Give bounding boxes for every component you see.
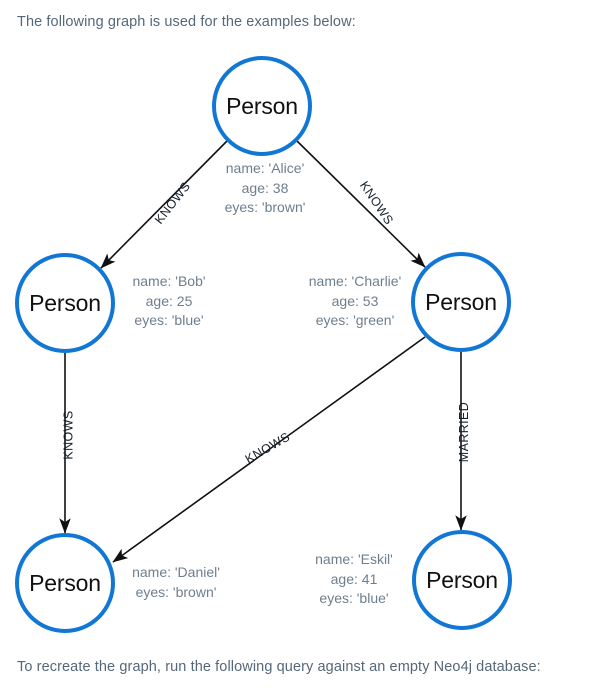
graph-edges-layer xyxy=(59,140,467,563)
property-line: eyes: 'blue' xyxy=(134,312,204,328)
property-line: name: 'Alice' xyxy=(225,160,305,176)
properties-daniel: name: 'Daniel' eyes: 'brown' xyxy=(120,563,232,602)
properties-eskil: name: 'Eskil' age: 41 eyes: 'blue' xyxy=(300,550,408,609)
properties-charlie: name: 'Charlie' age: 53 eyes: 'green' xyxy=(297,272,413,331)
node-label: Person xyxy=(426,566,498,593)
property-line: name: 'Charlie' xyxy=(308,273,402,289)
property-line: eyes: 'green' xyxy=(315,312,395,328)
node-label: Person xyxy=(29,289,101,316)
edge-label-bob-knows-daniel: KNOWS xyxy=(61,410,76,460)
properties-bob: name: 'Bob' age: 25 eyes: 'blue' xyxy=(118,272,220,331)
property-line: name: 'Eskil' xyxy=(315,551,393,567)
property-line: name: 'Bob' xyxy=(132,273,206,289)
node-eskil[interactable]: Person xyxy=(412,530,512,630)
node-bob[interactable]: Person xyxy=(15,253,115,353)
edge-alice-knows-charlie xyxy=(296,140,426,268)
node-label: Person xyxy=(425,288,497,315)
properties-alice: name: 'Alice' age: 38 eyes: 'brown' xyxy=(200,159,330,218)
node-label: Person xyxy=(226,92,298,119)
property-line: age: 25 xyxy=(145,292,193,309)
property-line: eyes: 'brown' xyxy=(135,583,217,600)
intro-caption: The following graph is used for the exam… xyxy=(17,14,356,30)
property-line: name: 'Daniel' xyxy=(132,564,220,580)
property-line: age: 38 xyxy=(241,179,289,196)
node-label: Person xyxy=(29,569,101,596)
edge-charlie-knows-daniel xyxy=(112,336,426,563)
graph-diagram: Person Person Person Person Person name:… xyxy=(0,40,609,650)
node-charlie[interactable]: Person xyxy=(411,252,511,352)
edge-alice-knows-bob xyxy=(100,140,228,269)
node-alice[interactable]: Person xyxy=(212,56,312,156)
property-line: eyes: 'blue' xyxy=(319,590,389,606)
property-line: age: 53 xyxy=(331,292,379,309)
node-daniel[interactable]: Person xyxy=(15,533,115,633)
property-line: age: 41 xyxy=(330,570,378,587)
recreate-caption: To recreate the graph, run the following… xyxy=(17,659,541,675)
edge-label-charlie-married-eskil: MARRIED xyxy=(457,401,472,463)
property-line: eyes: 'brown' xyxy=(224,199,306,215)
